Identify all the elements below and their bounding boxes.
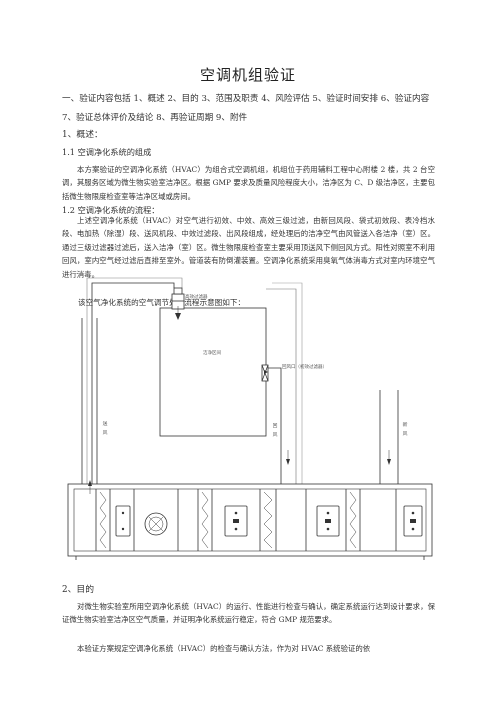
hepa-filter-label: 高效过滤器 [185, 295, 208, 300]
supply-arrow-up [88, 480, 92, 486]
return-duct [268, 367, 282, 484]
supply-air-label: 送风 [102, 422, 108, 436]
section-1-2-text: 上述空调净化系统（HVAC）对空气进行初效、中效、高效三级过滤，由新回风段、袋式… [62, 216, 435, 279]
return-arrow-down [286, 459, 290, 465]
air-handling-unit [67, 483, 433, 557]
figure-caption: 该空气净化系统的空气调节处理流程示意图如下： [78, 298, 246, 307]
clean-room-label: 洁净区间 [203, 351, 221, 356]
section-2-text-2: 本验证方案规定空调净化系统（HVAC）的检查与确认方法，作为对 HVAC 系统验… [77, 644, 371, 653]
access-door-1 [224, 505, 248, 537]
access-door-2 [316, 505, 340, 537]
access-door-3 [403, 505, 423, 537]
fresh-air-label: 新风 [402, 423, 408, 437]
section-1-2-heading: 1.2 空调净化系统的流程： [62, 205, 160, 215]
section-2-heading: 2、目的 [62, 585, 94, 595]
return-vent-label: 回风口（初效过滤器） [282, 365, 327, 370]
section-1-1-heading: 1.1 空调净化系统的组成 [62, 147, 152, 157]
access-door-4 [115, 505, 131, 537]
section-1-heading: 1、概述： [62, 130, 103, 140]
supply-arrow-down [175, 313, 181, 320]
fresh-air-arrow-down [387, 459, 391, 465]
supply-fan [144, 512, 168, 536]
clean-room-box [159, 307, 267, 437]
return-air-label: 回风 [272, 424, 278, 438]
section-1-1-text: 本方案验证的空调净化系统（HVAC）为组合式空调机组，机组位于药用辅料工程中心附… [62, 165, 435, 201]
section-2-text-1: 对微生物实验室所用空调净化系统（HVAC）的运行、性能进行检查与确认，确定系统运… [62, 602, 435, 625]
document-title: 空调机组验证 [199, 66, 296, 84]
table-of-contents: 一、验证内容包括 1、概述 2、目的 3、范围及职责 4、风险评估 5、验证时间… [62, 94, 430, 123]
supply-duct-outer [91, 282, 175, 484]
